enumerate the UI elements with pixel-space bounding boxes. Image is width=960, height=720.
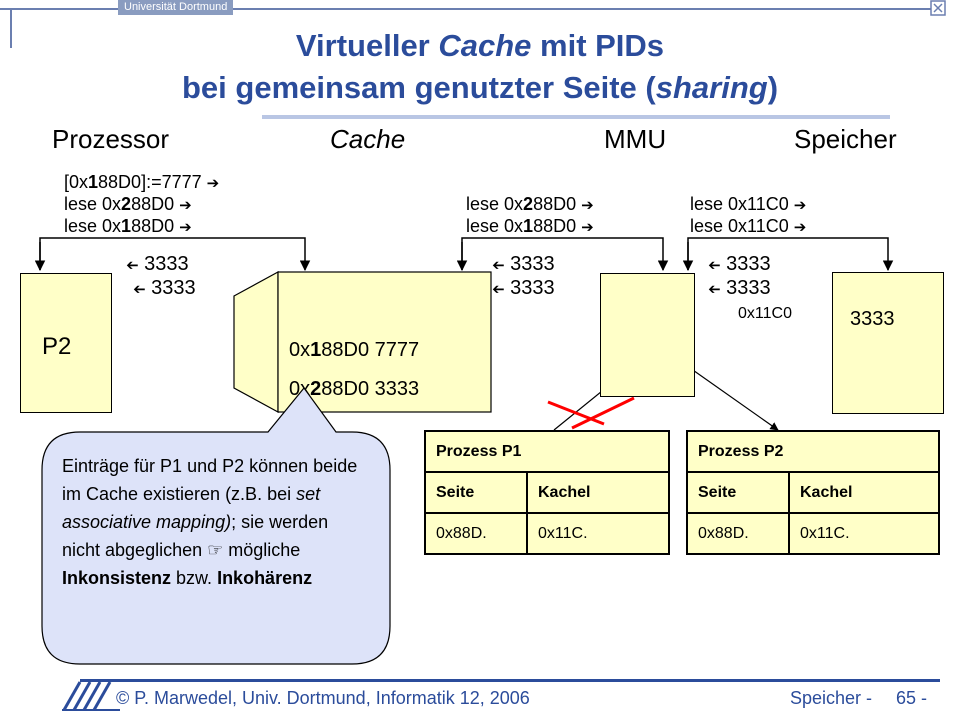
title-line-2: bei gemeinsam genutzter Seite (sharing)	[181, 70, 779, 105]
arrow-right-icon: ➔	[179, 218, 192, 236]
arrow-left-icon: ➔	[126, 256, 139, 274]
header-rule	[0, 8, 938, 10]
value-return-3: ➔ 3333	[492, 253, 555, 275]
mmu-cmd-read-a: lese 0x11C0 ➔	[690, 194, 807, 214]
table-header-frame: Kachel	[526, 471, 670, 514]
table-title: Prozess P2	[686, 430, 940, 473]
mmu-box	[600, 273, 695, 397]
memory-box	[832, 272, 944, 414]
processor-cmd-read-2: lese 0x288D0 ➔	[64, 194, 192, 214]
arrow-right-icon: ➔	[206, 174, 220, 192]
mmu-frame-address: 0x11C0	[738, 305, 792, 322]
university-label: Universität Dortmund	[118, 0, 234, 15]
title-line-1: Virtueller Cache mit PIDs	[295, 28, 665, 63]
footer-page-number: 65 -	[896, 688, 928, 708]
processor-box	[20, 273, 112, 413]
processor-cmd-write: [0x188D0]:=7777 ➔	[64, 172, 220, 192]
column-processor: Prozessor	[52, 124, 170, 154]
arrow-left-icon: ➔	[133, 280, 146, 298]
value-return-5: ➔ 3333	[708, 253, 771, 275]
arrow-right-icon: ➔	[793, 196, 807, 214]
processor-cmd-read-1: lese 0x188D0 ➔	[64, 216, 192, 236]
arrow-right-icon: ➔	[581, 196, 594, 214]
arrow-left-icon: ➔	[708, 280, 721, 298]
cache-cmd-read-2: lese 0x288D0 ➔	[466, 194, 594, 214]
cache-entry-1: 0x188D0 7777	[289, 339, 420, 361]
cache-box	[233, 270, 492, 414]
table-cell-frame: 0x11C.	[526, 512, 670, 555]
column-mmu: MMU	[604, 124, 667, 154]
arrow-left-icon: ➔	[708, 256, 721, 274]
footer-section: Speicher -	[790, 688, 873, 708]
arrow-right-icon: ➔	[179, 196, 192, 214]
footer-credit: © P. Marwedel, Univ. Dortmund, Informati…	[116, 688, 530, 708]
process-label-p2: P2	[42, 333, 72, 360]
value-return-1: ➔ 3333	[126, 253, 189, 275]
arrow-right-icon: ➔	[793, 218, 807, 236]
column-memory: Speicher	[794, 124, 897, 154]
table-cell-frame: 0x11C.	[788, 512, 940, 555]
column-cache: Cache	[330, 124, 406, 154]
table-cell-page: 0x88D.	[424, 512, 528, 555]
footer-rule	[80, 679, 940, 682]
table-cell-page: 0x88D.	[686, 512, 790, 555]
table-title: Prozess P1	[424, 430, 670, 473]
value-return-4: ➔ 3333	[492, 277, 555, 299]
value-return-6: ➔ 3333	[708, 277, 771, 299]
memory-value: 3333	[850, 308, 895, 330]
cache-cmd-read-1: lese 0x188D0 ➔	[466, 216, 594, 236]
header-side-rule	[10, 8, 12, 48]
university-logo-icon	[62, 681, 120, 711]
value-return-2: ➔ 3333	[133, 277, 196, 299]
pointing-hand-icon: ☞	[207, 540, 224, 560]
table-header-page: Seite	[424, 471, 528, 514]
title-underline	[262, 115, 890, 119]
arrow-right-icon: ➔	[581, 218, 594, 236]
table-header-page: Seite	[686, 471, 790, 514]
table-header-frame: Kachel	[788, 471, 940, 514]
corner-icon	[930, 0, 946, 16]
callout-bubble	[41, 388, 391, 665]
callout-text: Einträge für P1 und P2 können beide im C…	[62, 456, 358, 588]
mmu-cmd-read-b: lese 0x11C0 ➔	[690, 216, 807, 236]
